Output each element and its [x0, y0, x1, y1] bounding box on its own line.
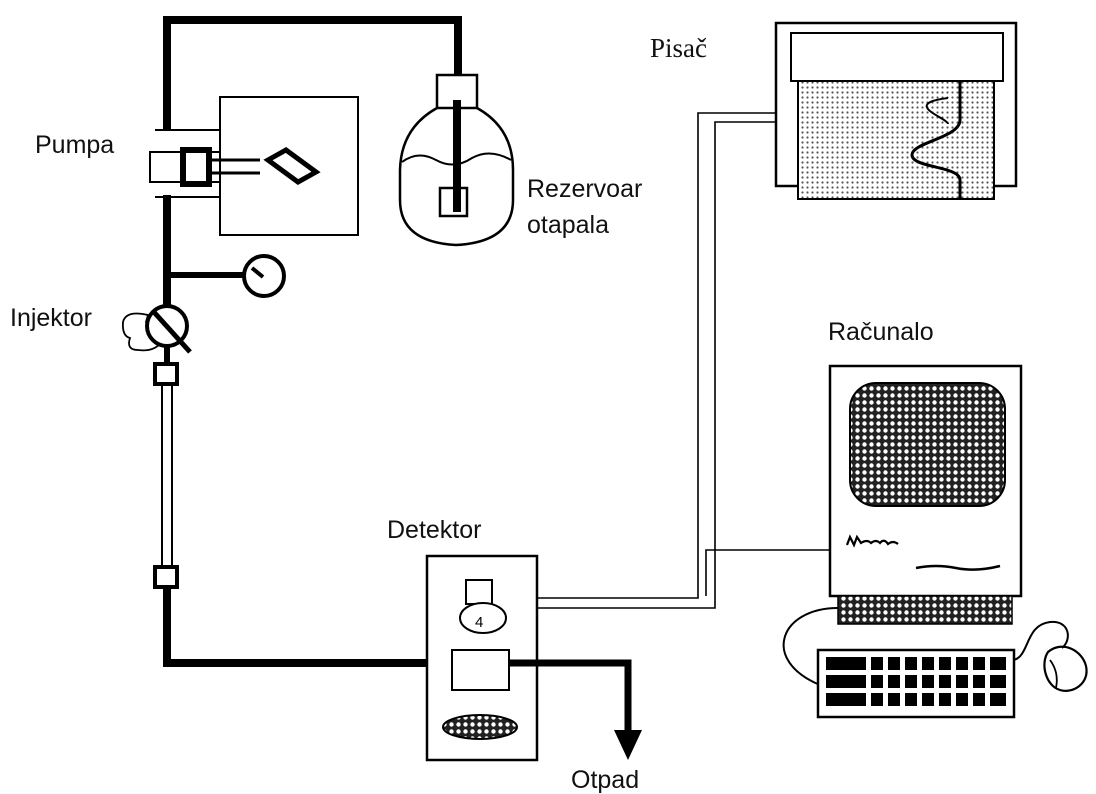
label-reservoir-line2: otapala: [527, 211, 609, 239]
detector: 4: [425, 554, 539, 762]
detector-lamp-label: 4: [475, 614, 483, 631]
waste-line: [509, 659, 642, 760]
label-reservoir-line1: Rezervoar: [527, 175, 642, 203]
injector: [121, 304, 192, 364]
pump: [149, 96, 359, 236]
solvent-reservoir: [398, 73, 515, 247]
label-pump: Pumpa: [35, 131, 114, 159]
printer: [774, 21, 1018, 200]
pressure-gauge: [167, 254, 286, 298]
solvent-line: [163, 16, 462, 130]
column: [153, 362, 179, 589]
column-outlet-line: [163, 587, 430, 667]
label-printer: Pisač: [650, 33, 707, 63]
label-waste: Otpad: [571, 766, 639, 794]
computer: [782, 364, 1088, 719]
label-computer: Računalo: [828, 318, 934, 346]
label-injector: Injektor: [10, 304, 92, 332]
label-detector: Detektor: [387, 516, 481, 544]
signal-cables: [537, 112, 832, 609]
